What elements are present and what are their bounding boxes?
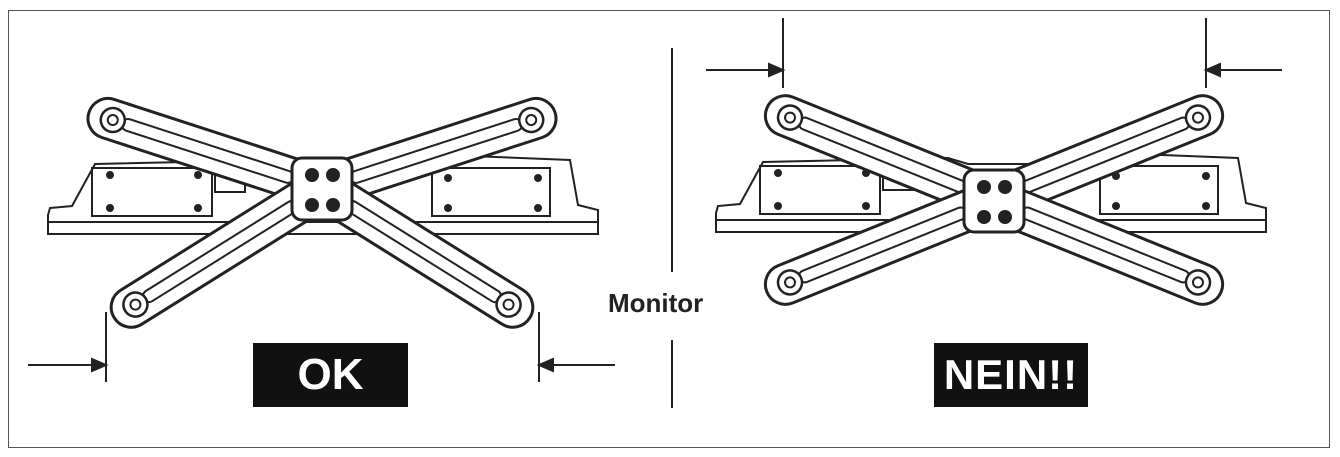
ok-example <box>28 91 615 382</box>
width-markers-right <box>706 18 1282 88</box>
bracket-hub-left <box>290 156 354 222</box>
ok-label: OK <box>253 343 408 407</box>
bracket-hub-right <box>962 168 1026 234</box>
width-markers-left <box>28 312 615 382</box>
nein-example <box>706 18 1282 312</box>
monitor-label: Monitor <box>608 288 704 318</box>
nein-label: NEIN!! <box>934 343 1088 407</box>
